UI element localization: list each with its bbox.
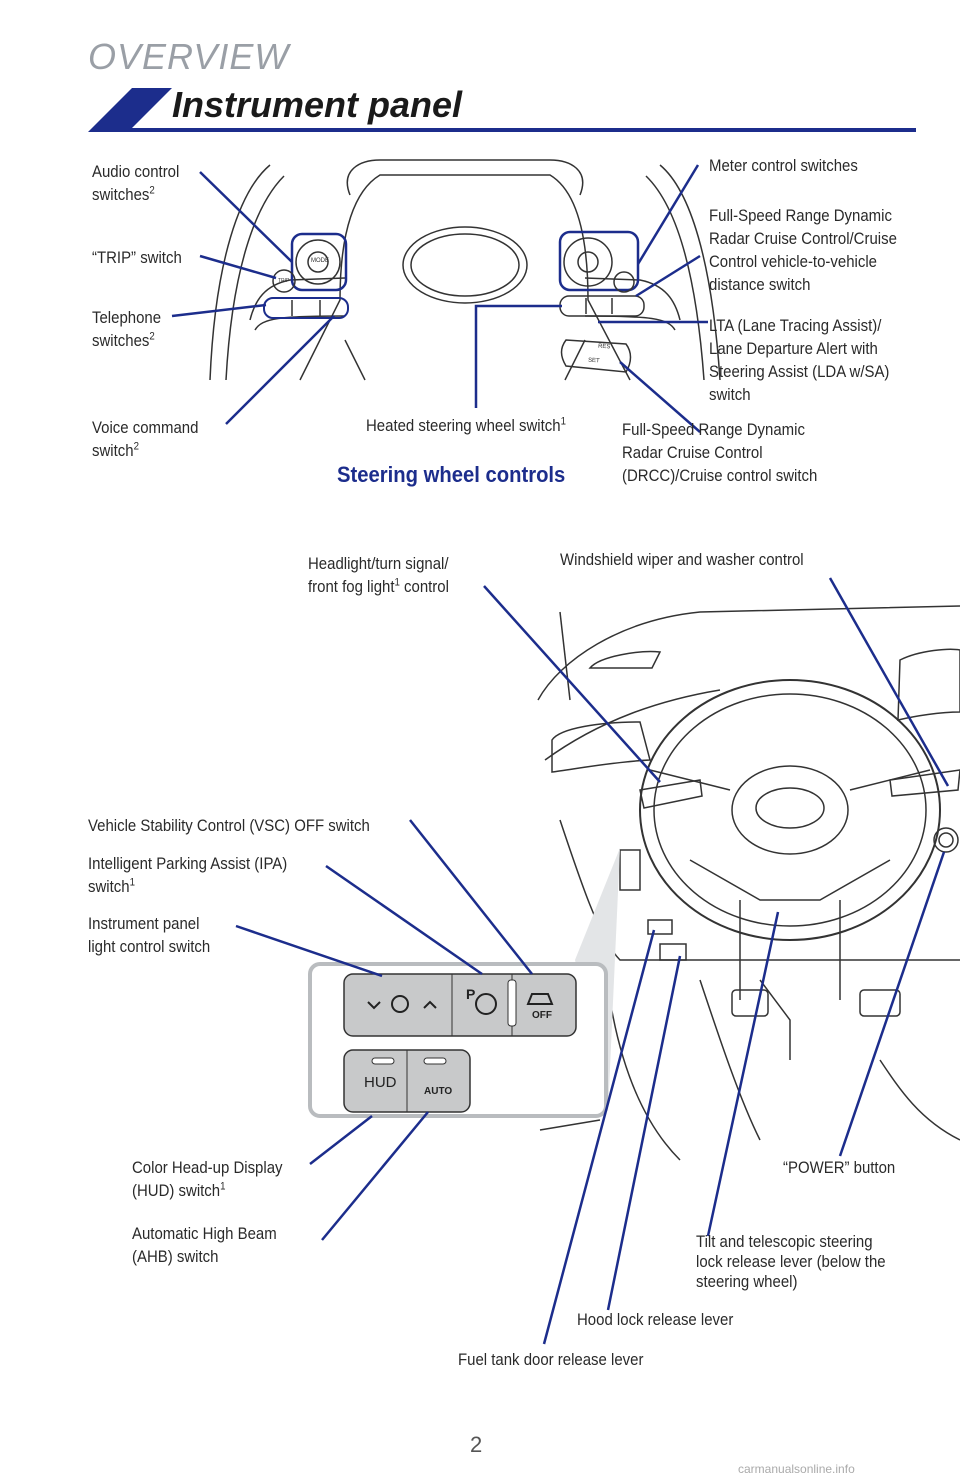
left-vent (551, 721, 651, 773)
leader-drcc (619, 361, 701, 433)
label-ipa-switch: Intelligent Parking Assist (IPA)switch1 (88, 854, 288, 896)
trip-switch (272, 269, 296, 293)
label-power-button: “POWER” button (783, 1158, 896, 1177)
ipa-p-glyph: P (466, 986, 476, 1002)
rim-left (209, 164, 271, 381)
leader-meter (636, 164, 700, 265)
rim-right (659, 164, 721, 381)
leader-voice (225, 315, 335, 425)
vsc-off-glyph: OFF (532, 1010, 552, 1021)
leader-hood (606, 955, 682, 1311)
page-title: Instrument panel (172, 84, 463, 125)
label-hood-lever: Hood lock release lever (577, 1310, 734, 1329)
brake-pedal (731, 989, 769, 1017)
label-lta-switch: LTA (Lane Tracing Assist)/Lane Departure… (709, 316, 890, 404)
leader-ipa (325, 864, 483, 976)
dash-steering-hub (731, 765, 849, 855)
label-hud-switch: Color Head-up Display(HUD) switch1 (132, 1158, 283, 1200)
telephone-switch-outline (263, 297, 349, 319)
auto-glyph: AUTO (424, 1086, 453, 1097)
accelerator-pedal (859, 989, 901, 1017)
cruise-stalk (560, 339, 632, 373)
title-underline (128, 128, 916, 132)
power-button (933, 827, 959, 853)
leader-ahb (321, 1111, 429, 1241)
leader-vsc (409, 819, 533, 975)
leader-distance (635, 254, 701, 298)
leader-fuel (542, 929, 656, 1345)
label-headlight-control: Headlight/turn signal/front fog light1 c… (308, 554, 449, 596)
mode-button-label: MODE (311, 258, 329, 264)
leader-heated (474, 304, 562, 408)
dash-steering-rim (639, 679, 941, 941)
leader-wiper (828, 577, 950, 787)
headlight-stalk (639, 779, 703, 809)
label-vsc-off: Vehicle Stability Control (VSC) OFF swit… (88, 816, 370, 835)
page-number: 2 (470, 1432, 483, 1457)
label-heated-wheel: Heated steering wheel switch1 (366, 415, 566, 435)
trip-button-label: TRIP (278, 278, 290, 284)
meter-switch-highlight (558, 230, 640, 292)
steering-controls-heading: Steering wheel controls (337, 462, 566, 487)
leader-trip (199, 254, 277, 280)
defrost-vent (588, 650, 662, 669)
leader-telephone (171, 303, 267, 318)
watermark: carmanualsonline.info (738, 1462, 855, 1476)
wiper-stalk (889, 769, 960, 797)
hud-glyph: HUD (364, 1074, 397, 1091)
title-accent-block (88, 88, 172, 132)
leader-ip-light (235, 924, 383, 978)
label-trip-switch: “TRIP” switch (92, 248, 182, 267)
section-label: OVERVIEW (88, 36, 290, 77)
emblem (402, 226, 528, 304)
label-fuel-lever: Fuel tank door release lever (458, 1350, 644, 1369)
leader-tilt (706, 911, 780, 1237)
leader-power (838, 851, 946, 1157)
leader-hud (309, 1115, 373, 1165)
leader-headlight (483, 585, 661, 783)
label-ahb-switch: Automatic High Beam(AHB) switch (132, 1224, 277, 1266)
label-meter-control: Meter control switches (709, 156, 858, 175)
leader-audio (199, 171, 293, 263)
label-wiper-control: Windshield wiper and washer control (560, 550, 804, 569)
